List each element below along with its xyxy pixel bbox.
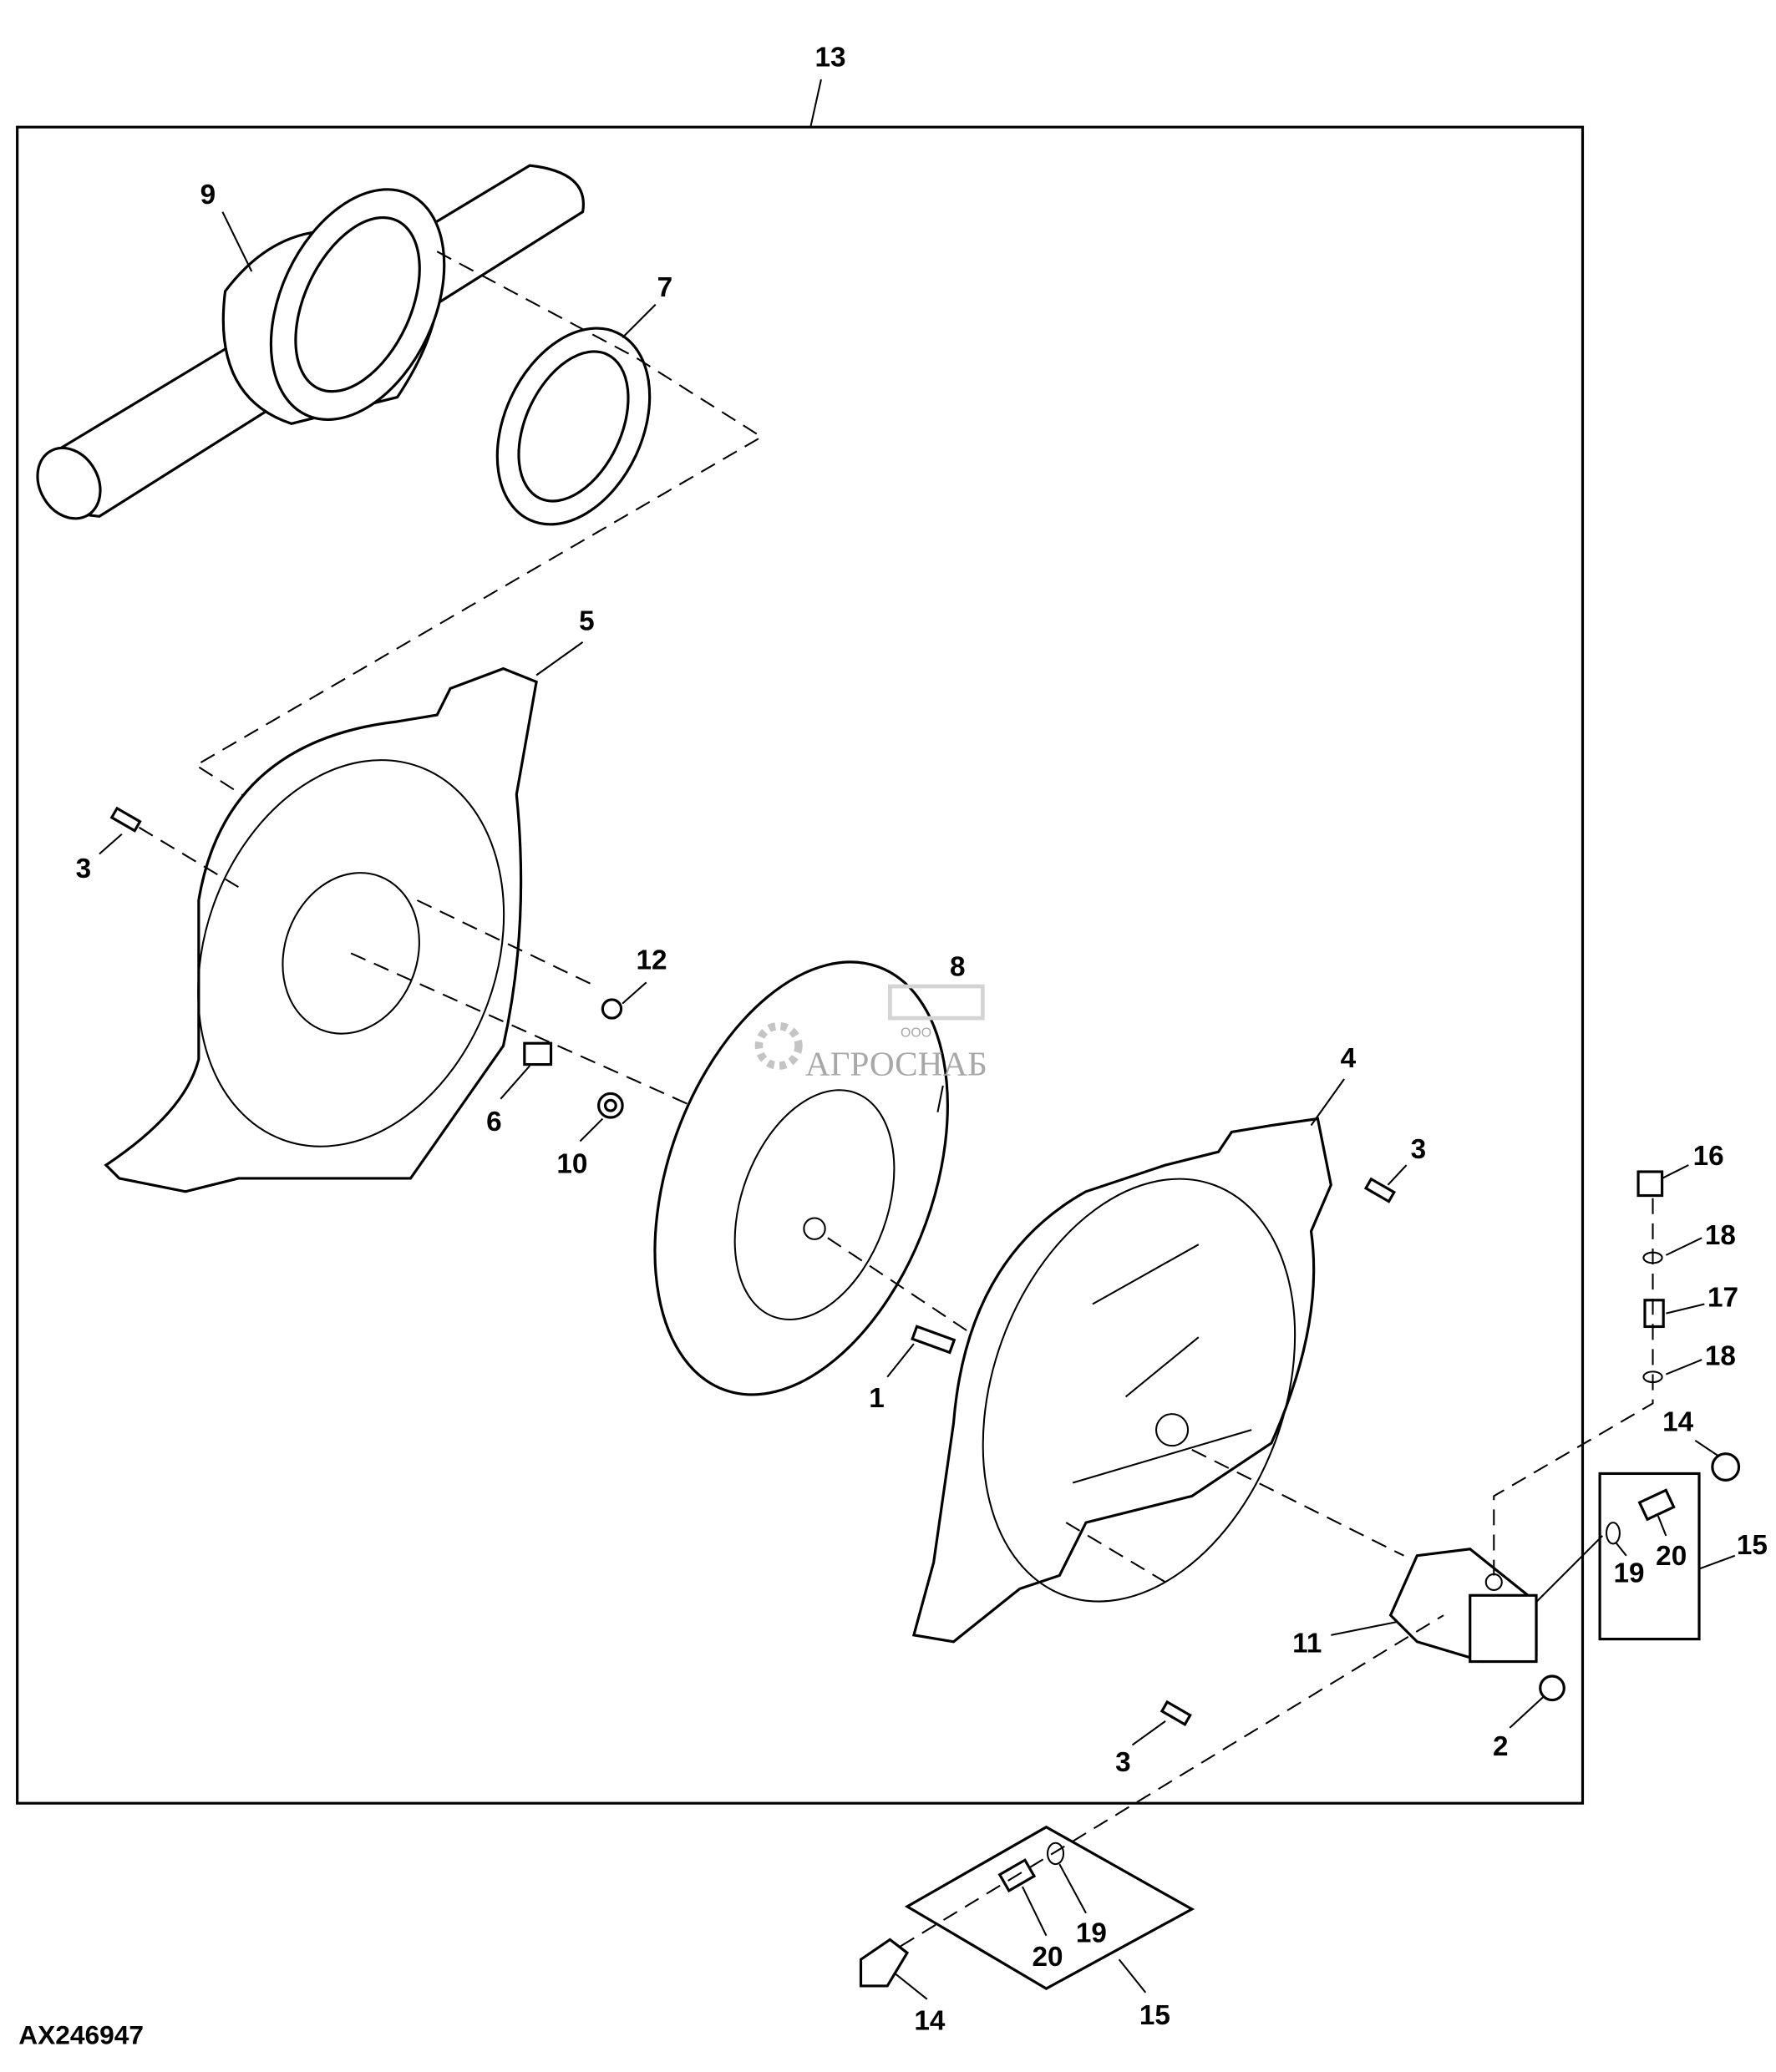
nut-10 [597,1092,624,1119]
callout-3: 3 [1115,1747,1131,1778]
callout-12: 12 [637,945,667,975]
fitting-20-right [1637,1488,1676,1522]
callout-20: 20 [1656,1541,1687,1572]
oring-19-bottom [1046,1841,1065,1866]
fitting-17 [1643,1299,1665,1329]
callout-13: 13 [815,42,846,73]
callout-15: 15 [1139,2000,1170,2031]
plug-2 [1539,1674,1565,1702]
bolt-12 [601,998,623,1020]
kit-15-bottom-box [904,1825,1195,1990]
callout-6: 6 [486,1107,502,1137]
callout-16: 16 [1693,1141,1724,1172]
callout-18: 18 [1705,1220,1736,1251]
callout-10: 10 [556,1149,587,1180]
callout-1: 1 [869,1383,885,1414]
oring-19-right [1605,1522,1621,1545]
part-4-front-housing [911,1117,1332,1644]
callout-8: 8 [950,951,966,982]
fitting-14-right [1711,1452,1741,1482]
watermark-name: АГРОСНАБ [805,1044,987,1082]
callout-3: 3 [1411,1134,1427,1165]
part-9-tube [36,164,585,520]
part-7-gasket [495,327,652,526]
callout-17: 17 [1707,1283,1738,1314]
plug-6 [523,1041,553,1066]
callout-3: 3 [76,854,92,884]
callout-5: 5 [579,606,595,637]
callout-20: 20 [1033,1942,1063,1973]
bolt-1 [911,1325,957,1355]
fitting-16 [1636,1170,1664,1198]
callout-14: 14 [1662,1407,1694,1438]
part-5-rear-housing [104,666,538,1193]
callout-15: 15 [1737,1530,1768,1561]
bolt-3-right [1363,1177,1397,1203]
kit-15-right-box [1598,1472,1701,1641]
callout-9: 9 [200,180,216,210]
assembly-frame [16,125,1585,1805]
figure-id: AX246947 [18,2020,144,2050]
callout-19: 19 [1076,1918,1107,1949]
callout-4: 4 [1341,1043,1357,1074]
part-11-hydraulic-motor [1388,1548,1538,1664]
callout-18: 18 [1705,1340,1736,1371]
fitting-14-bottom [859,1938,910,1988]
callout-2: 2 [1493,1731,1509,1762]
part-8-fan-disc [653,960,949,1396]
callout-14: 14 [914,2005,946,2036]
leader-lines [99,211,1736,2000]
callout-11: 11 [1292,1628,1322,1659]
bolt-3-lower [1159,1700,1192,1726]
callout-7: 7 [657,272,673,303]
watermark-prefix: ООО [901,1026,931,1040]
bolt-3-upper [109,806,142,833]
callout-19: 19 [1613,1558,1644,1588]
watermark-logo: ООО АГРОСНАБ [754,984,987,1082]
